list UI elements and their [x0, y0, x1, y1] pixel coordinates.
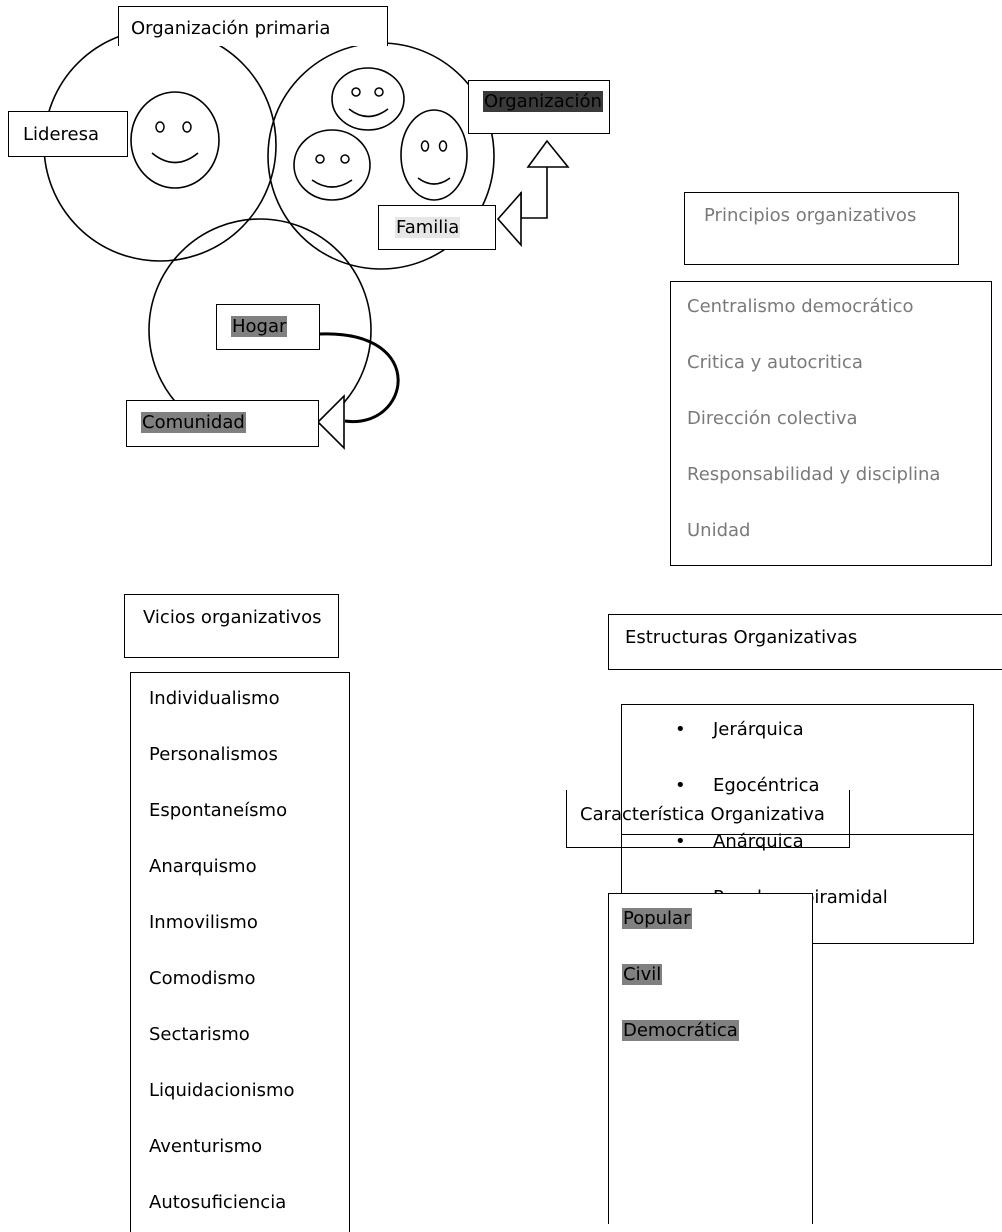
lideresa-text: Lideresa — [23, 124, 100, 145]
smiley-face-icon — [400, 109, 468, 201]
vicio-item: Aventurismo — [149, 1136, 263, 1157]
familia-text: Familia — [395, 217, 461, 238]
principios-title: Principios organizativos — [704, 205, 917, 226]
caracteristica-item: Popular — [622, 908, 692, 929]
lideresa-label: Lideresa — [8, 111, 128, 157]
principio-item: Responsabilidad y disciplina — [687, 464, 941, 485]
vicio-item: Liquidacionismo — [149, 1080, 295, 1101]
estructura-item: Egocéntrica — [713, 775, 820, 796]
vicio-item: Anarquismo — [149, 856, 257, 877]
vicio-item: Comodismo — [149, 968, 256, 989]
principio-item: Unidad — [687, 520, 751, 541]
estructura-item: Jerárquica — [713, 719, 804, 740]
smiley-face-icon — [293, 129, 371, 201]
comunidad-text: Comunidad — [141, 412, 246, 433]
estructuras-title-box: Estructuras Organizativas — [608, 614, 1002, 670]
vicio-item: Espontaneísmo — [149, 800, 288, 821]
smiley-face-icon — [331, 67, 405, 131]
estructuras-title: Estructuras Organizativas — [625, 627, 858, 648]
bent-arrow-icon — [496, 139, 570, 248]
vicio-item: Sectarismo — [149, 1024, 250, 1045]
bullet-icon: • — [675, 831, 686, 852]
organizacion-label: Organización — [468, 80, 610, 134]
caracteristica-title-box: Característica Organizativa — [566, 790, 850, 848]
principio-item: Dirección colectiva — [687, 408, 858, 429]
organizacion-text: Organización — [483, 91, 603, 112]
vicio-item: Individualismo — [149, 688, 280, 709]
organizacion-primaria-label: Organización primaria — [118, 6, 388, 46]
organizacion-primaria-text: Organización primaria — [131, 18, 331, 39]
estructura-item: Anárquica — [713, 831, 804, 852]
vicio-item: Personalismos — [149, 744, 278, 765]
comunidad-label: Comunidad — [126, 400, 319, 447]
principios-title-box: Principios organizativos — [684, 192, 959, 265]
vicios-title-box: Vicios organizativos — [124, 594, 339, 658]
smiley-face-icon — [130, 91, 220, 189]
hogar-label: Hogar — [216, 304, 320, 350]
caracteristica-item: Civil — [622, 964, 663, 985]
curved-arrow-icon — [316, 332, 400, 450]
caracteristicas-list-box: Popular Civil Democrática — [608, 893, 813, 1224]
caracteristica-title: Característica Organizativa — [580, 804, 825, 825]
principio-item: Critica y autocritica — [687, 352, 863, 373]
hogar-text: Hogar — [231, 316, 288, 337]
caracteristica-item: Democrática — [622, 1020, 739, 1041]
bullet-icon: • — [675, 719, 686, 740]
familia-label: Familia — [378, 205, 496, 250]
vicios-list-box: Individualismo Personalismos Espontaneís… — [130, 672, 350, 1232]
principios-list-box: Centralismo democrático Critica y autocr… — [670, 281, 992, 566]
vicio-item: Autosuficiencia — [149, 1192, 287, 1213]
vicio-item: Inmovilismo — [149, 912, 258, 933]
vicios-title: Vicios organizativos — [143, 607, 322, 628]
bullet-icon: • — [675, 775, 686, 796]
principio-item: Centralismo democrático — [687, 296, 914, 317]
